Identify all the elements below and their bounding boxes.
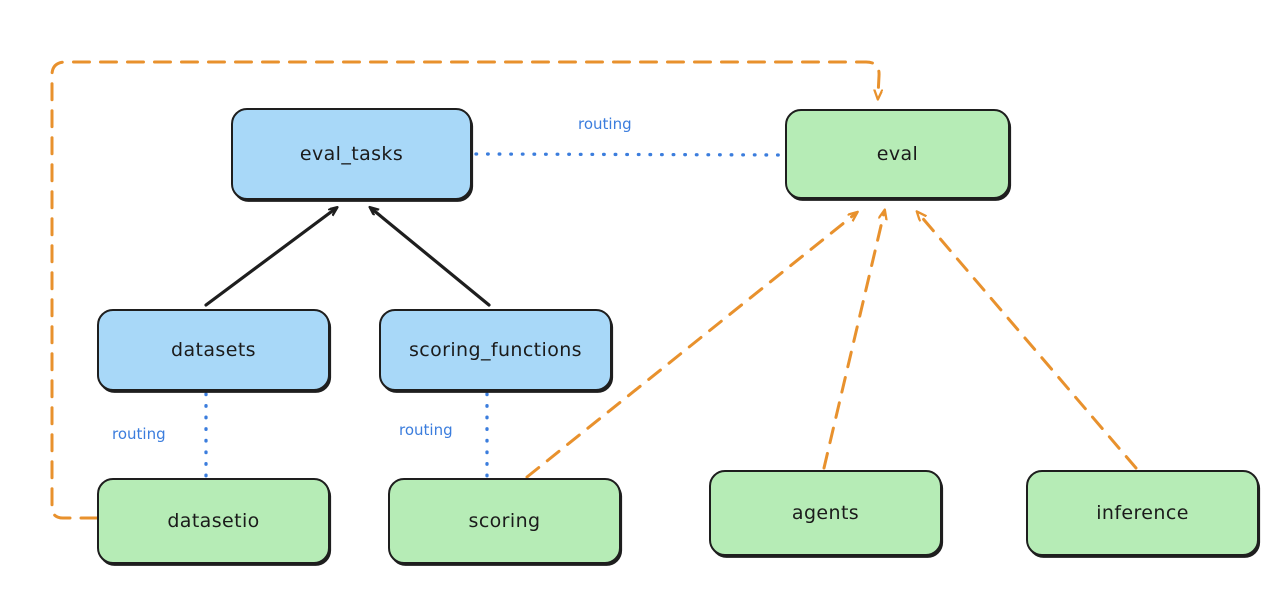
edge-inference-to-eval [919,214,1138,470]
node-inference[interactable]: inference [1026,470,1259,556]
node-label: scoring [468,510,541,532]
node-label: datasets [171,339,256,361]
node-label: scoring_functions [409,339,582,361]
edge-eval_tasks-to-eval [474,152,785,157]
edge-label-routing-scoring-functions: routing [399,421,453,439]
node-scoring[interactable]: scoring [388,478,621,564]
node-label: eval_tasks [299,143,404,165]
node-agents[interactable]: agents [709,470,942,556]
node-label: inference [1096,502,1189,524]
node-scoring-functions[interactable]: scoring_functions [379,309,612,391]
edge-label-routing-top: routing [578,115,632,133]
edge-label-routing-datasets: routing [112,425,166,443]
node-label: eval [876,143,919,165]
node-eval[interactable]: eval [785,109,1010,199]
node-label: datasetio [167,510,260,532]
edge-scoring_functions-to-eval_tasks [372,209,491,307]
node-eval-tasks[interactable]: eval_tasks [231,108,472,200]
edge-datasets-to-eval_tasks [204,209,335,307]
node-datasets[interactable]: datasets [97,309,330,391]
node-datasetio[interactable]: datasetio [97,478,330,564]
node-label: agents [791,502,860,524]
edge-agents-to-eval [822,213,884,470]
